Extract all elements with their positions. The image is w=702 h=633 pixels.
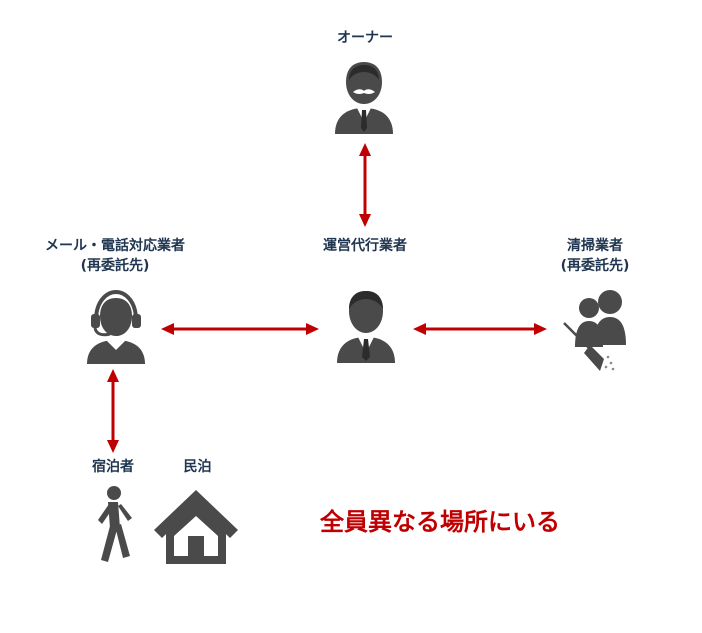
callcenter-guest-arrow bbox=[107, 369, 119, 453]
cleaner-sublabel: (再委託先) bbox=[560, 258, 630, 274]
guest-label: 宿泊者 bbox=[78, 457, 148, 477]
call-center-label: メール・電話対応業者 (再委託先) bbox=[25, 236, 205, 276]
businessman-icon bbox=[337, 291, 395, 363]
walking-person-icon bbox=[98, 486, 132, 562]
headset-operator-icon bbox=[87, 289, 145, 364]
call-center-label-text: メール・電話対応業者 bbox=[45, 238, 185, 254]
manager-label: 運営代行業者 bbox=[305, 236, 425, 256]
house-label: 民泊 bbox=[170, 457, 225, 477]
owner-manager-arrow bbox=[359, 143, 371, 227]
owner-label: オーナー bbox=[315, 28, 415, 48]
manager-cleaner-arrow bbox=[413, 323, 547, 335]
owner-label-text: オーナー bbox=[337, 30, 393, 46]
businessman-mustache-icon bbox=[335, 62, 393, 134]
call-center-sublabel: (再委託先) bbox=[80, 258, 150, 274]
manager-label-text: 運営代行業者 bbox=[323, 238, 407, 254]
callcenter-manager-arrow bbox=[161, 323, 319, 335]
slogan-text: 全員異なる場所にいる bbox=[320, 508, 560, 536]
house-icon bbox=[154, 490, 238, 564]
guest-label-text: 宿泊者 bbox=[92, 459, 134, 475]
cleaner-label-text: 清掃業者 bbox=[567, 238, 623, 254]
cleaning-staff-broom-icon bbox=[563, 290, 626, 371]
cleaner-label: 清掃業者 (再委託先) bbox=[540, 236, 650, 276]
house-label-text: 民泊 bbox=[183, 459, 212, 475]
